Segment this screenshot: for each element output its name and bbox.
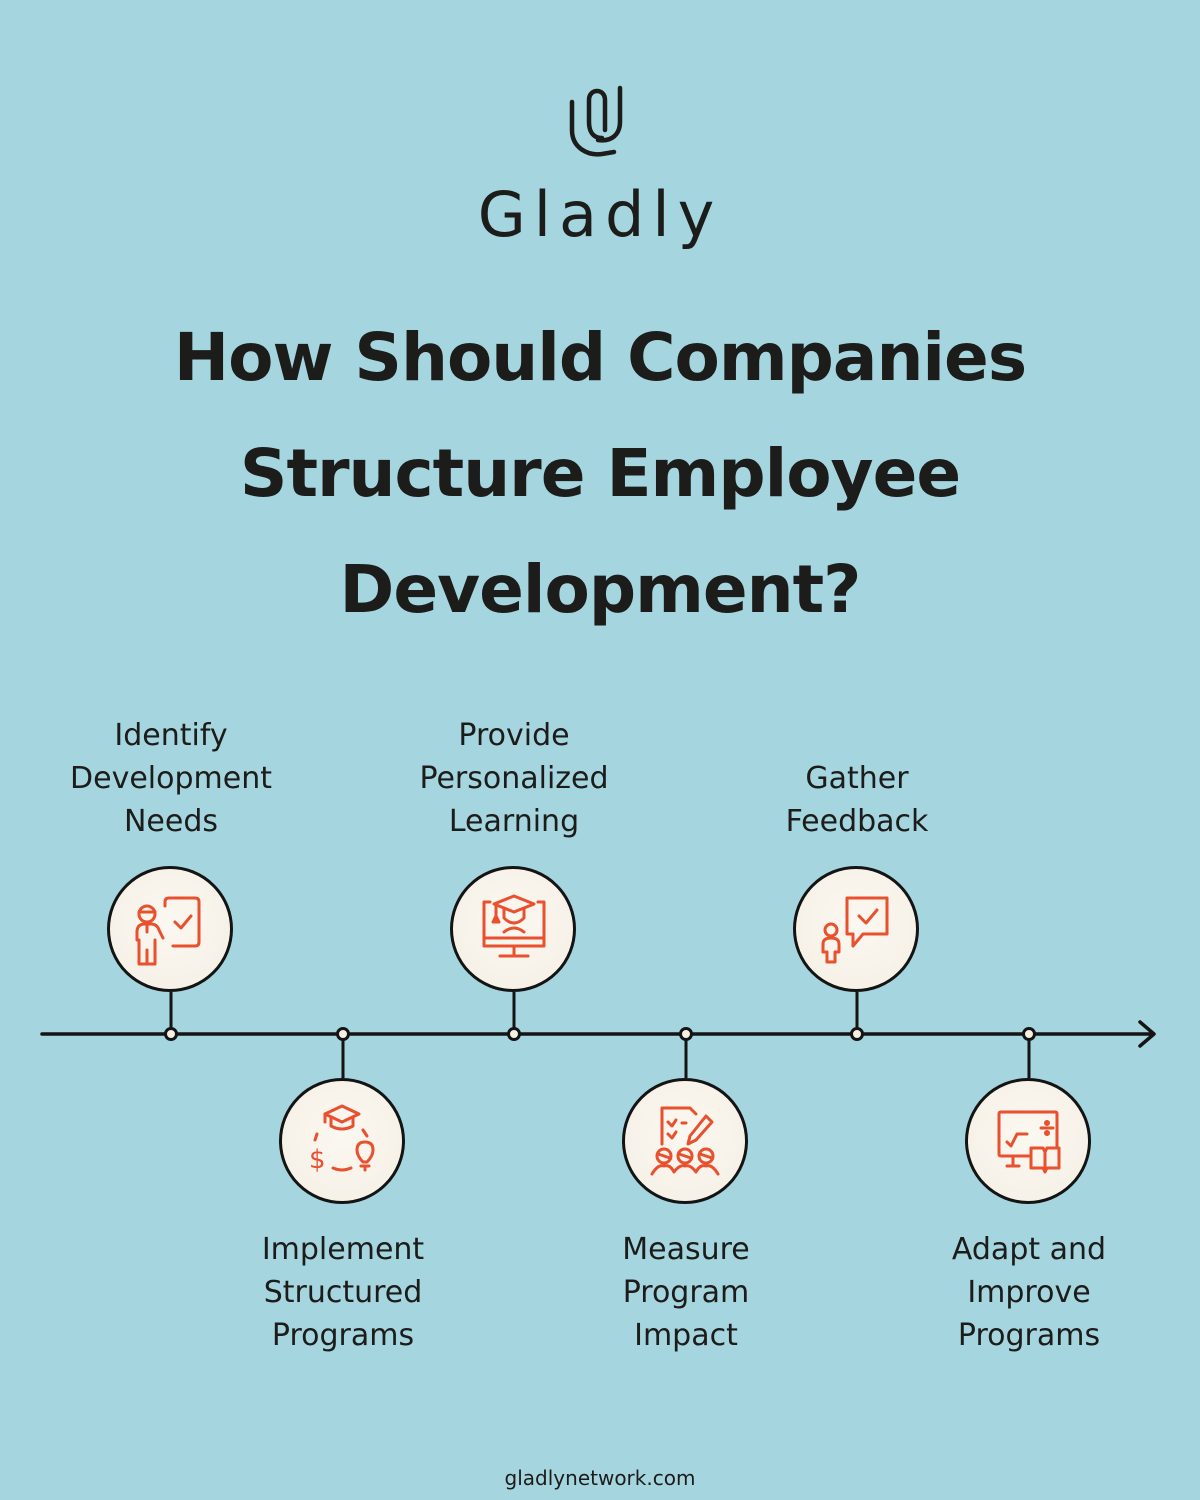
title-line-2: Structure Employee xyxy=(239,435,961,512)
title-line-1: How Should Companies xyxy=(173,319,1027,396)
step-2-node: $ xyxy=(279,1078,405,1204)
title-line-3: Development? xyxy=(339,551,862,628)
step-6-node xyxy=(965,1078,1091,1204)
math-screen-book-icon xyxy=(997,1110,1061,1174)
graduation-money-idea-cycle-icon: $ xyxy=(309,1104,375,1175)
step-4-node xyxy=(622,1078,748,1204)
step-2-label: Implement Structured Programs xyxy=(261,1232,425,1353)
gladly-logo-icon xyxy=(569,85,623,157)
checklist-team-assessment-icon xyxy=(650,1106,720,1176)
page-title: How Should Companies Structure Employee … xyxy=(0,300,1200,648)
brand-name: Gladly xyxy=(477,178,723,251)
step-4-label: Measure Program Impact xyxy=(622,1232,750,1353)
footer-url[interactable]: gladlynetwork.com xyxy=(504,1466,696,1490)
step-6-label: Adapt and Improve Programs xyxy=(951,1232,1107,1353)
svg-text:$: $ xyxy=(309,1145,326,1175)
online-graduate-monitor-icon xyxy=(482,894,546,958)
person-speech-check-icon xyxy=(821,896,889,964)
step-1-label: Identify Development Needs xyxy=(70,718,272,839)
step-3-label: Provide Personalized Learning xyxy=(419,718,609,839)
presenter-checklist-icon xyxy=(135,896,201,966)
step-3-node xyxy=(450,866,576,992)
step-5-label: Gather Feedback xyxy=(785,761,929,839)
step-1-node xyxy=(107,866,233,992)
step-5-node xyxy=(793,866,919,992)
